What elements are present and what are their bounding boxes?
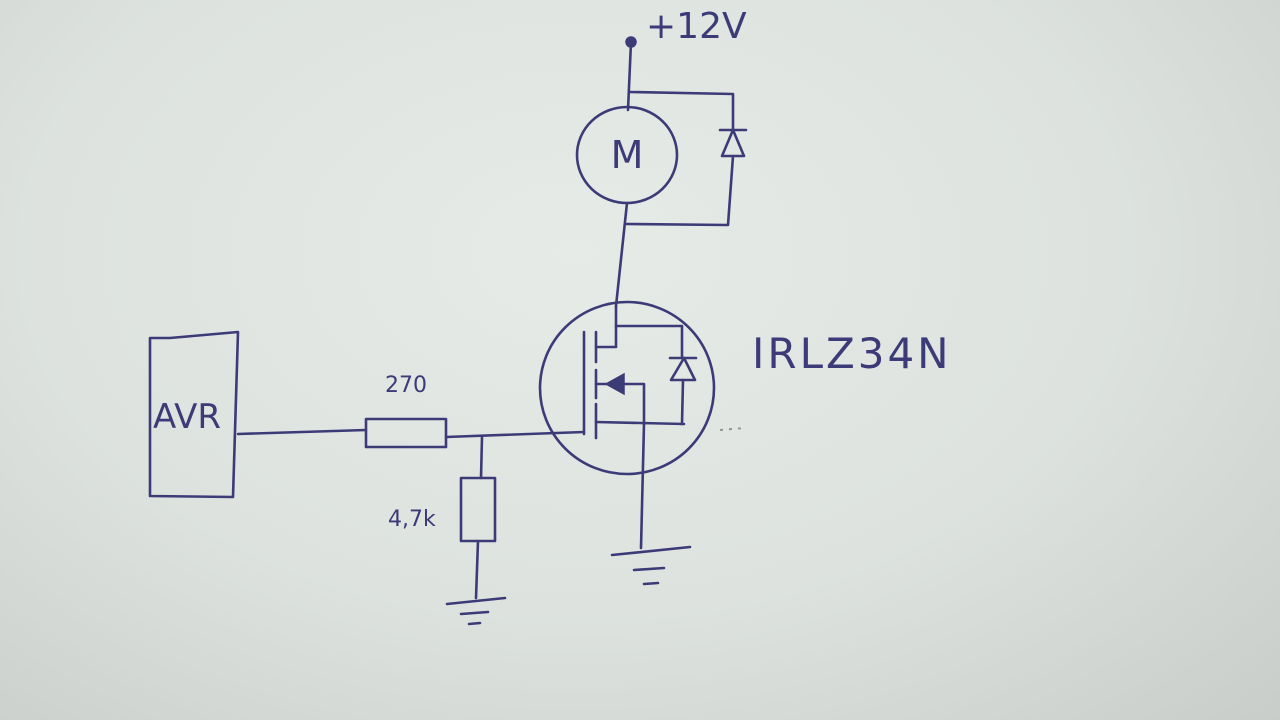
motor-label: M	[611, 133, 644, 177]
pulldown-resistor-label: 4,7k	[388, 507, 436, 532]
gate-wire	[444, 430, 586, 439]
pulldown-ground	[445, 596, 507, 626]
pulldown-resistor: 4,7k	[388, 435, 497, 600]
avr-output-wire	[236, 428, 368, 436]
series-resistor: 270	[364, 373, 448, 449]
stray-mark	[719, 427, 746, 431]
motor-drain-wire	[614, 201, 629, 308]
motor-symbol: M	[575, 105, 679, 205]
mosfet-ground	[610, 422, 692, 586]
mosfet-symbol	[538, 300, 716, 476]
flyback-diode	[625, 90, 748, 227]
series-resistor-label: 270	[385, 373, 427, 398]
avr-label: AVR	[153, 397, 221, 437]
avr-block: AVR	[148, 330, 240, 499]
supply-label: +12V	[646, 6, 747, 47]
mosfet-part-label: IRLZ34N	[752, 329, 952, 378]
supply-terminal	[625, 36, 637, 112]
